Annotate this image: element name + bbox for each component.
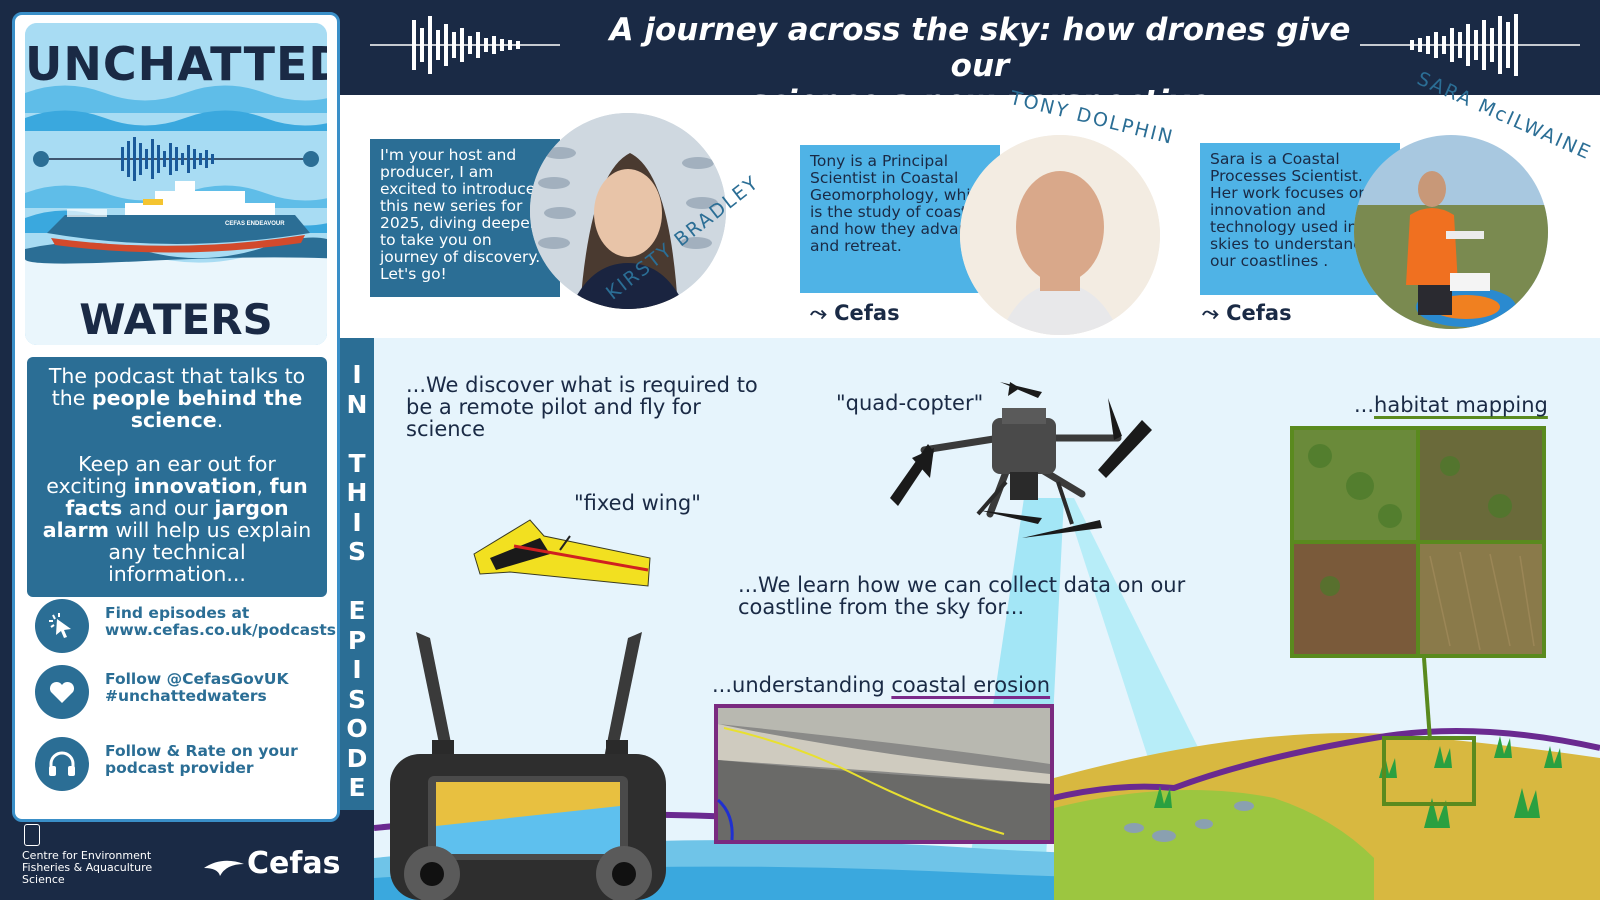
coastal-erosion-heading: ...understanding coastal erosion xyxy=(712,674,1050,696)
intro-text: The podcast that talks to the xyxy=(48,364,306,410)
org-name: Centre for Environment Fisheries & Aquac… xyxy=(22,850,162,886)
label-char: N xyxy=(346,389,368,419)
label-char xyxy=(340,419,374,449)
intro-bold: people behind the science xyxy=(91,386,303,432)
label-char: P xyxy=(347,625,367,655)
podcast-poster: CEFAS ENDEAVOUR UNCHATTED WATERS The pod… xyxy=(12,12,340,822)
erosion-prefix: ...understanding xyxy=(712,673,892,697)
label-char: I xyxy=(352,507,362,537)
label-char: S xyxy=(347,537,366,566)
coastal-erosion-link: coastal erosion xyxy=(891,673,1051,697)
kirsty-portrait xyxy=(530,113,726,309)
label-char: E xyxy=(348,773,366,802)
tony-portrait xyxy=(960,135,1160,335)
podcast-intro: The podcast that talks to the people beh… xyxy=(27,357,327,597)
habitat-mapping-link: habitat mapping xyxy=(1374,393,1548,417)
in-this-episode-label: I N T H I S E P I S O D E xyxy=(340,338,374,810)
sara-portrait xyxy=(1354,135,1548,329)
label-char: S xyxy=(347,684,366,714)
ship-name-text: CEFAS ENDEAVOUR xyxy=(225,221,285,227)
label-char: E xyxy=(348,596,366,625)
quad-copter-drone-icon xyxy=(890,382,1152,538)
label-char: I xyxy=(352,655,362,684)
habitat-prefix: ... xyxy=(1354,393,1375,417)
intro-bold: fun facts xyxy=(65,474,308,520)
cefas-brand: Cefas xyxy=(1226,301,1292,325)
cefas-bird-icon: ⤳ xyxy=(810,301,827,325)
quad-copter-label: "quad-copter" xyxy=(836,391,984,415)
intro-text: , xyxy=(256,474,270,498)
logo-subtitle: WATERS xyxy=(79,295,273,344)
fixed-wing-label: "fixed wing" xyxy=(574,491,701,515)
cefas-brand: Cefas xyxy=(834,301,900,325)
remote-controller-icon xyxy=(390,632,666,900)
follow-social-link[interactable]: Follow @CefasGovUK#unchattedwaters xyxy=(35,665,335,721)
link-line1: Follow @CefasGovUK xyxy=(105,670,289,688)
people-panel: I'm your host and producer, I am excited… xyxy=(340,68,1600,338)
cefas-bird-icon xyxy=(204,860,244,876)
link-line1: Find episodes at xyxy=(105,604,250,622)
org-line: Science xyxy=(22,873,65,886)
episode-panel: ...We discover what is required to be a … xyxy=(374,338,1600,900)
cefas-bird-icon: ⤳ xyxy=(1202,301,1219,325)
crest-icon xyxy=(24,824,40,846)
logo-title: UNCHATTED xyxy=(25,37,327,91)
label-char: D xyxy=(346,743,368,773)
podcast-logo: CEFAS ENDEAVOUR UNCHATTED WATERS xyxy=(25,23,327,345)
label-char: O xyxy=(346,714,368,743)
intro-bold: innovation xyxy=(133,474,257,498)
learn-text: ...We learn how we can collect data on o… xyxy=(738,573,1186,619)
tony-cefas-logo: ⤳ Cefas xyxy=(810,301,900,326)
habitat-mapping-heading: ...habitat mapping xyxy=(1354,394,1548,416)
habitat-mapping-image xyxy=(1290,426,1546,658)
intro-text: Keep an ear out for exciting xyxy=(46,452,276,498)
link-line2: #unchattedwaters xyxy=(105,687,267,705)
cursor-click-icon xyxy=(35,599,89,653)
cefas-brand: Cefas xyxy=(247,846,341,881)
intro-bold: jargon alarm xyxy=(42,496,289,542)
intro-text: will help us explain any technical infor… xyxy=(108,518,312,586)
link-line2: podcast provider xyxy=(105,759,254,777)
label-char xyxy=(340,567,374,597)
sara-cefas-logo: ⤳ Cefas xyxy=(1202,301,1292,326)
title-banner: A journey across the sky: how drones giv… xyxy=(340,0,1600,120)
kirsty-bio: I'm your host and producer, I am excited… xyxy=(370,139,560,297)
label-char: T xyxy=(348,448,366,478)
headphones-icon xyxy=(35,737,89,791)
intro-text: . xyxy=(216,408,224,432)
link-line2: www.cefas.co.uk/podcasts xyxy=(105,621,336,639)
footer-branding: Centre for Environment Fisheries & Aquac… xyxy=(12,820,341,900)
discover-text: ...We discover what is required to be a … xyxy=(406,373,758,441)
logo-waves: CEFAS ENDEAVOUR xyxy=(25,23,327,345)
fixed-wing-drone-icon xyxy=(473,519,651,587)
label-char: H xyxy=(346,478,368,507)
label-char: I xyxy=(352,360,362,389)
left-column: CEFAS ENDEAVOUR UNCHATTED WATERS The pod… xyxy=(0,0,341,900)
coastal-erosion-image xyxy=(714,704,1054,844)
title-line: A journey across the sky: how drones giv… xyxy=(609,12,1351,84)
org-line: Centre for Environment xyxy=(22,849,152,862)
intro-text: and our xyxy=(122,496,215,520)
heart-icon xyxy=(35,665,89,719)
sound-wave-right-icon xyxy=(1360,14,1580,76)
link-line1: Follow & Rate on your xyxy=(105,742,298,760)
org-line: Fisheries & Aquaculture xyxy=(22,861,153,874)
sound-wave-left-icon xyxy=(370,16,560,74)
